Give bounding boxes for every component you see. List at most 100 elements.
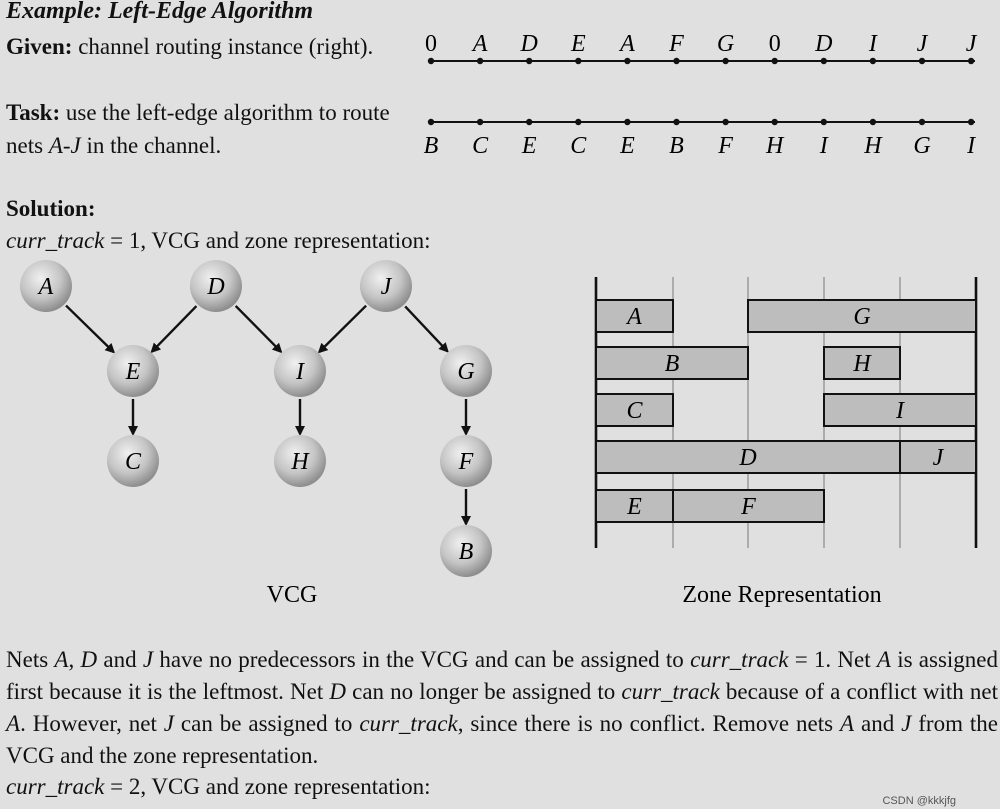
solution-label: Solution: <box>6 196 96 221</box>
top-pin-label: J <box>966 31 978 57</box>
para-net: A <box>54 647 69 672</box>
curr-track-2-var: curr_track <box>6 774 105 799</box>
svg-text:C: C <box>626 398 643 424</box>
bottom-pin-dot <box>624 118 631 126</box>
vcg-node-c: C <box>107 435 159 487</box>
bottom-pin-dot <box>771 118 778 126</box>
top-pin-dot <box>673 57 680 65</box>
bottom-pin-dot <box>673 118 680 126</box>
para-var: curr_track <box>690 647 789 672</box>
top-pin-label: A <box>471 31 488 57</box>
vcg-node-g: G <box>440 345 492 397</box>
bottom-pin-label: C <box>570 133 587 159</box>
vcg-edges <box>65 304 471 526</box>
task-label: Task: <box>6 100 61 125</box>
para-text: , <box>68 647 81 672</box>
zone-interval-h: H <box>823 346 901 380</box>
vcg-edge-d-i <box>234 305 283 354</box>
para-text: is assigned first because it is the left… <box>6 647 998 704</box>
curr-track-1-text: = 1, VCG and zone representation: <box>104 228 431 253</box>
para-text: . However, net <box>20 711 164 736</box>
top-pin-dot <box>526 57 533 65</box>
svg-text:I: I <box>895 398 905 424</box>
para-text: have no predecessors in the VCG and can … <box>153 647 691 672</box>
top-pin-dot <box>722 57 729 65</box>
para-text: from the VCG and the zone representation… <box>6 711 998 768</box>
top-pin-label: 0 <box>769 31 781 57</box>
vcg-node-j: J <box>360 260 412 312</box>
example-title: Example: Left-Edge Algorithm <box>6 0 314 24</box>
task-net-range: A-J <box>48 133 81 158</box>
svg-text:H: H <box>852 351 872 377</box>
task-body-1: use the left-edge algorithm to route net… <box>6 100 390 158</box>
svg-text:F: F <box>458 449 474 475</box>
svg-text:D: D <box>738 445 756 471</box>
bottom-pin-dot <box>427 118 435 126</box>
svg-text:J: J <box>381 274 393 300</box>
bottom-pin-label: B <box>424 133 439 159</box>
vcg-node-f: F <box>440 435 492 487</box>
para-net: A <box>6 711 21 736</box>
zone-interval-e: E <box>595 489 674 523</box>
zone-interval-f: F <box>672 489 825 523</box>
svg-text:E: E <box>125 359 141 385</box>
para-var: curr_track <box>359 711 458 736</box>
task-body-2: in the channel. <box>86 133 222 158</box>
task-text: Task: use the left-edge algorithm to rou… <box>6 96 392 162</box>
para-text: because of a conflict with net <box>719 679 998 704</box>
para-net: A <box>840 711 855 736</box>
svg-text:J: J <box>933 445 945 471</box>
para-net: D <box>329 679 346 704</box>
para-net: J <box>163 711 174 736</box>
para-text: and <box>854 711 902 736</box>
svg-text:B: B <box>459 539 474 565</box>
top-pin-dot <box>476 57 484 65</box>
para-net: D <box>80 647 98 672</box>
top-pin-label: D <box>520 31 538 57</box>
bottom-pin-label: F <box>717 133 733 159</box>
top-pin-dot <box>624 57 631 65</box>
given-label: Given: <box>6 34 73 59</box>
top-pin-label: E <box>570 31 586 57</box>
vcg-edge-j-i <box>317 304 367 354</box>
svg-text:G: G <box>853 304 870 330</box>
curr-track-2-text: = 2, VCG and zone representation: <box>104 774 431 799</box>
top-pin-dot <box>427 57 435 65</box>
para-text: can be assigned to <box>174 711 360 736</box>
bottom-pin-dot <box>722 118 729 126</box>
svg-text:A: A <box>37 274 54 300</box>
bottom-pin-label: B <box>669 133 684 159</box>
svg-text:C: C <box>125 449 142 475</box>
top-pin-label: F <box>668 31 684 57</box>
vcg-node-d: D <box>190 260 242 312</box>
bottom-pin-dot <box>526 118 533 126</box>
para-text: = 1. Net <box>788 647 877 672</box>
curr-track-2-line: curr_track = 2, VCG and zone representat… <box>6 774 431 800</box>
top-pin-label: G <box>717 31 734 57</box>
bottom-pin-label: I <box>966 133 976 159</box>
top-pin-dot <box>575 57 582 65</box>
zone-caption: Zone Representation <box>682 582 881 608</box>
watermark: CSDN @kkkjfg <box>882 795 956 807</box>
zone-interval-g: G <box>747 299 977 333</box>
top-pin-dot <box>967 57 975 65</box>
bottom-pin-label: H <box>765 133 785 159</box>
para-net: A <box>876 647 891 672</box>
zone-interval-c: C <box>595 393 674 427</box>
bottom-pin-dot <box>820 118 827 126</box>
bottom-pin-dot <box>918 118 926 126</box>
zone-interval-d: D <box>595 440 901 474</box>
vcg-node-a: A <box>20 260 72 312</box>
svg-text:G: G <box>457 359 474 385</box>
top-pin-label: D <box>814 31 832 57</box>
svg-text:D: D <box>206 274 224 300</box>
svg-text:A: A <box>625 304 642 330</box>
curr-track-1-var: curr_track <box>6 228 105 253</box>
top-pin-label: A <box>618 31 635 57</box>
